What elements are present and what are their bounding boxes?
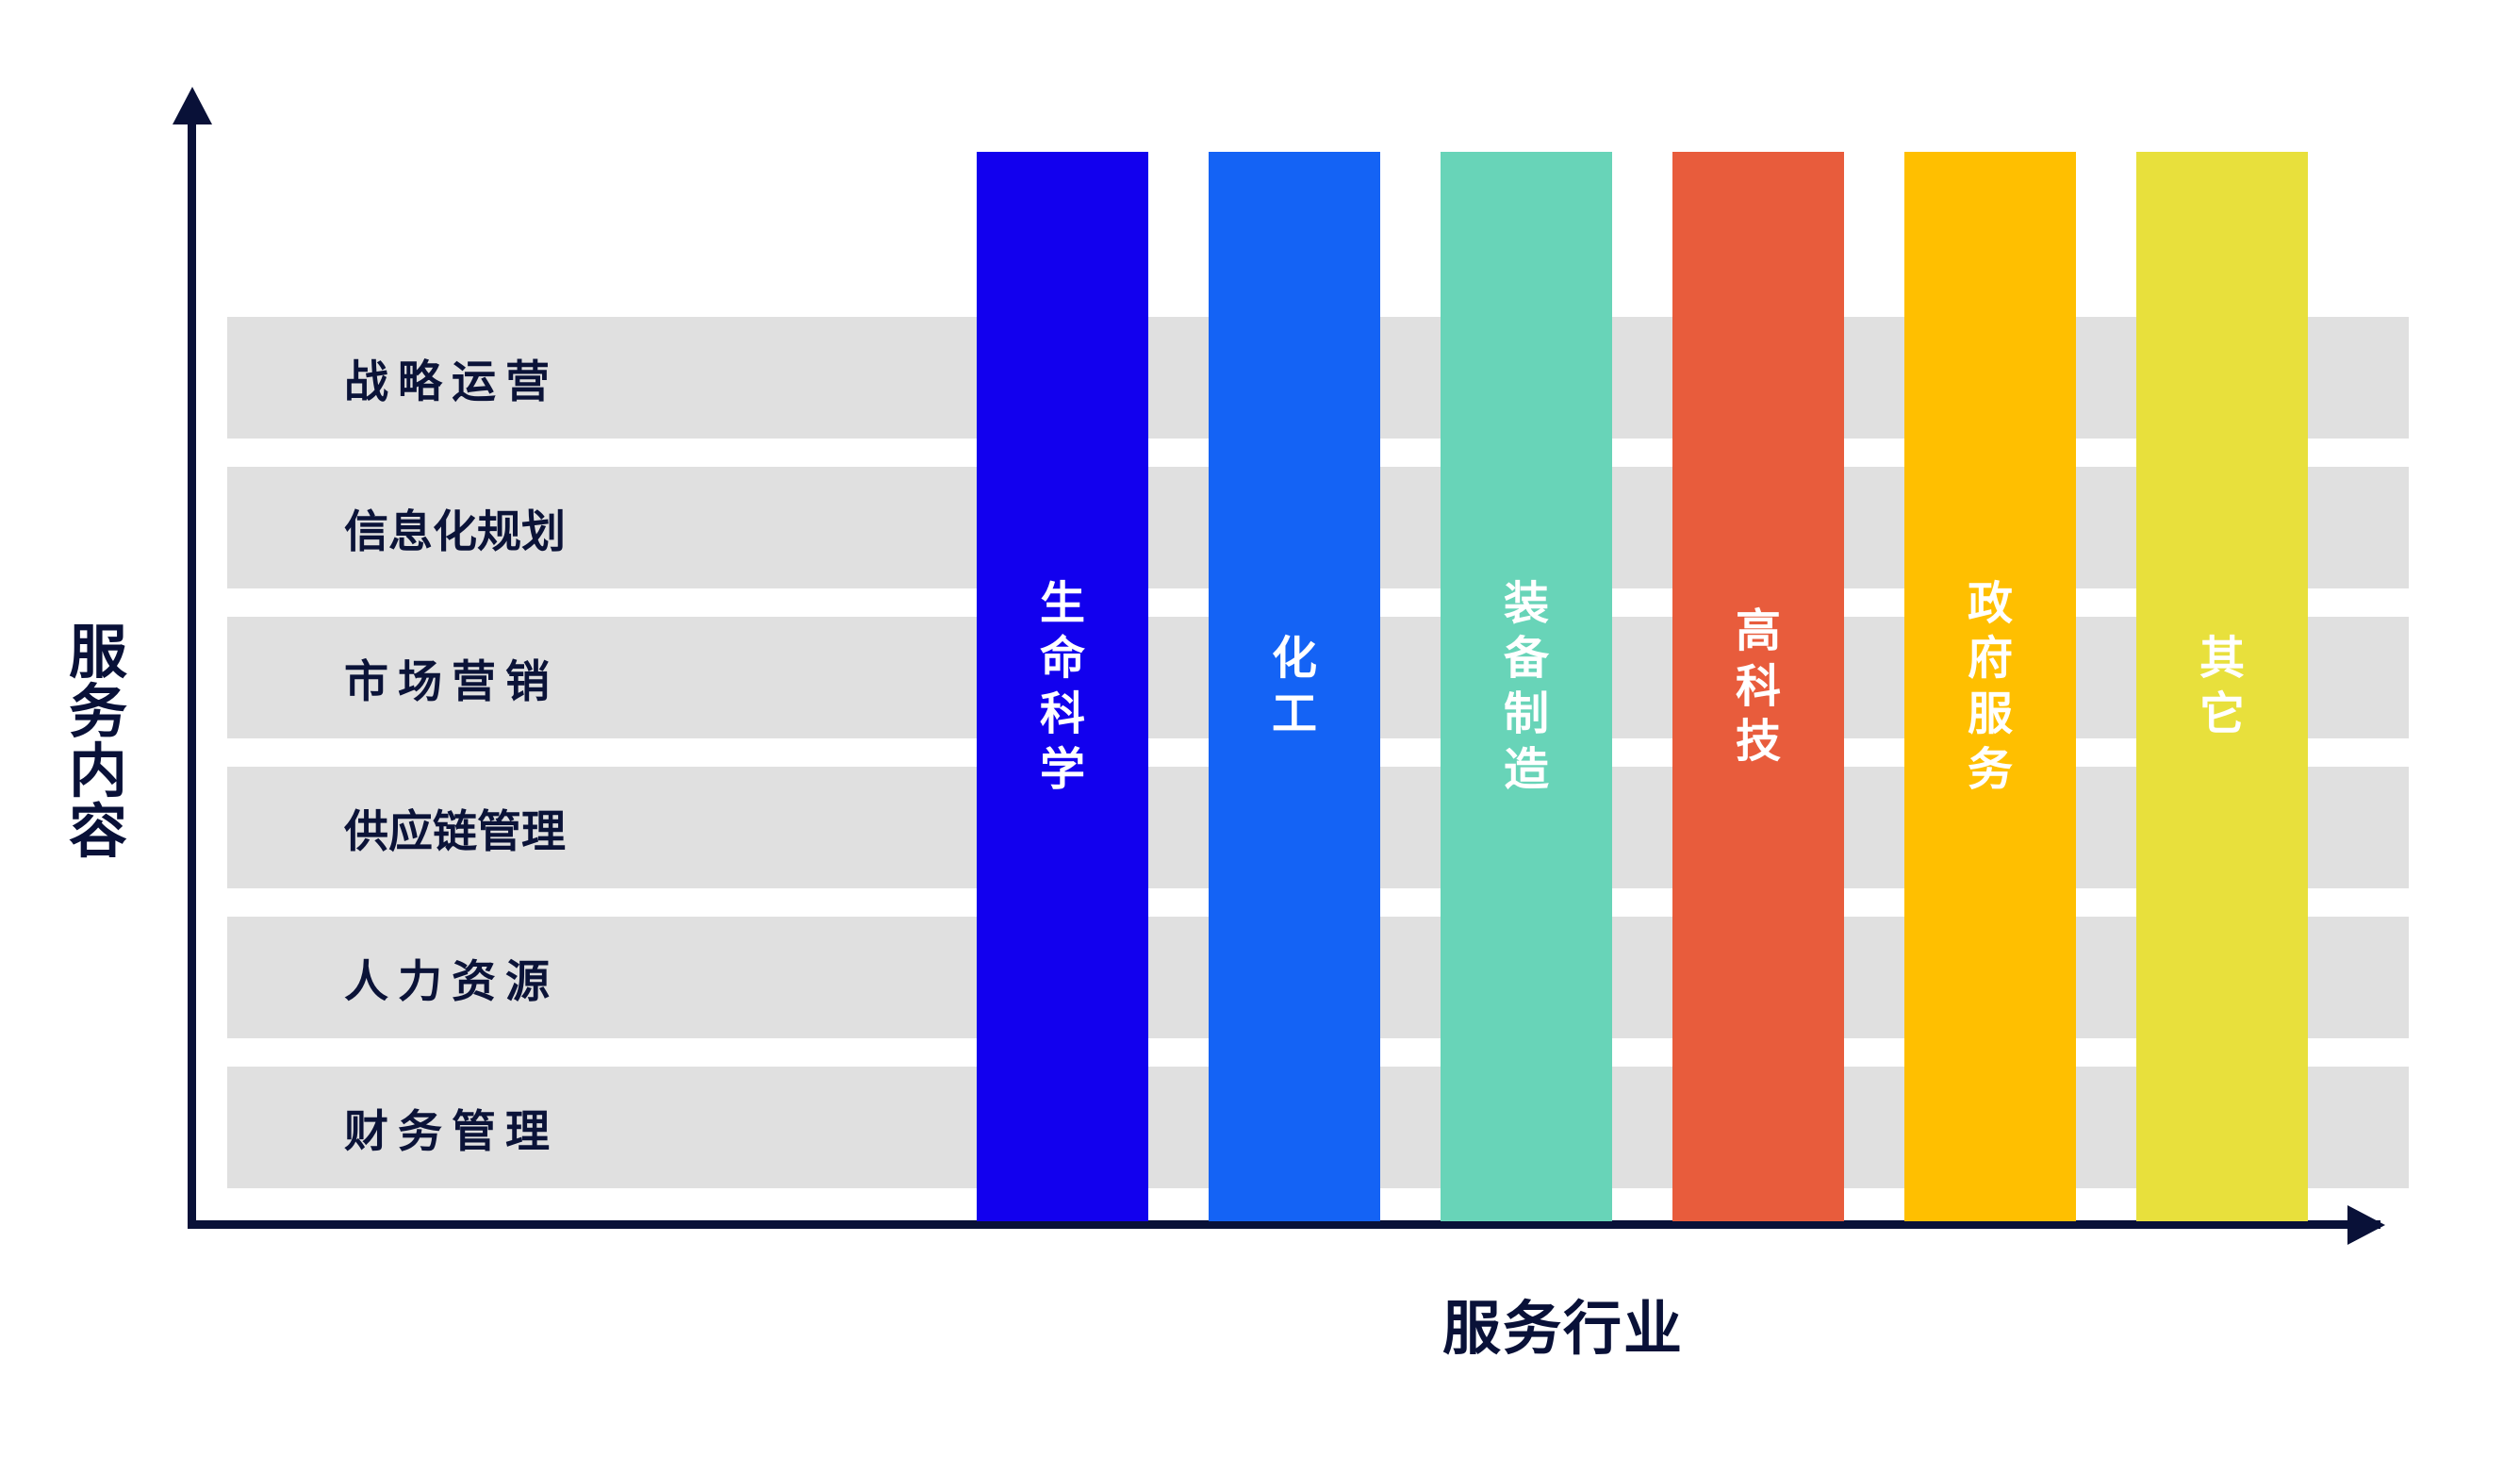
industry-bar-label-char: 服 [1967, 687, 2013, 740]
industry-bar-label-char: 府 [1967, 632, 2013, 686]
y-axis-line [188, 113, 196, 1229]
row-label: 人力资源 [344, 956, 559, 1008]
y-axis-title-char: 内 [68, 737, 127, 806]
industry-bar-label-char: 它 [2199, 687, 2245, 740]
y-axis-arrowhead-icon [173, 87, 212, 124]
industry-bar-label: 生 命 科 学 [1040, 576, 1085, 797]
industry-bar-label-char: 命 [1039, 632, 1085, 686]
industry-bar-life-science[interactable]: 生 命 科 学 [977, 152, 1148, 1221]
industry-bar-label-char: 政 [1967, 576, 2013, 630]
industry-bar-label: 政 府 服 务 [1968, 576, 2013, 797]
industry-bar-label-char: 技 [1735, 715, 1781, 769]
industry-bar-label-char: 务 [1967, 742, 2013, 796]
row-label: 市场营销 [344, 656, 559, 708]
x-axis-arrowhead-icon [2347, 1205, 2385, 1245]
y-axis-title: 服 务 内 容 [41, 622, 155, 861]
industry-bar-label-char: 工 [1271, 687, 1317, 740]
industry-bar-others[interactable]: 其 它 [2136, 152, 2308, 1221]
industry-bar-label-char: 其 [2199, 632, 2245, 686]
industry-bar-label: 高 科 技 [1736, 604, 1781, 770]
industry-bar-label-char: 生 [1039, 576, 1085, 630]
row-label: 信息化规划 [344, 506, 566, 558]
y-axis-title-char: 容 [68, 796, 127, 866]
industry-bar-high-tech[interactable]: 高 科 技 [1672, 152, 1844, 1221]
industry-bar-label: 其 它 [2199, 631, 2245, 741]
industry-bar-label-char: 化 [1271, 632, 1317, 686]
x-axis-title: 服务行业 [1442, 1294, 1685, 1363]
row-label: 财务管理 [344, 1106, 559, 1158]
row-label: 供应链管理 [344, 806, 566, 858]
industry-bar-government-services[interactable]: 政 府 服 务 [1904, 152, 2076, 1221]
row-label: 战略运营 [344, 356, 559, 408]
industry-bar-label-char: 制 [1503, 687, 1549, 740]
industry-bar-label-char: 造 [1503, 742, 1549, 796]
y-axis-title-char: 务 [68, 677, 127, 747]
industry-bar-label-char: 科 [1735, 659, 1781, 713]
x-axis-line [188, 1220, 2380, 1229]
industry-bar-label: 装 备 制 造 [1504, 576, 1549, 797]
y-axis-title-char: 服 [68, 618, 127, 687]
industry-bar-label-char: 学 [1039, 742, 1085, 796]
industry-bar-equipment-manufacturing[interactable]: 装 备 制 造 [1441, 152, 1612, 1221]
industry-bar-label-char: 高 [1735, 605, 1781, 658]
industry-bar-label: 化 工 [1272, 631, 1317, 741]
industry-bar-label-char: 装 [1503, 576, 1549, 630]
industry-bar-label-char: 备 [1503, 632, 1549, 686]
industry-bar-label-char: 科 [1039, 687, 1085, 740]
industry-bar-chemicals[interactable]: 化 工 [1209, 152, 1380, 1221]
